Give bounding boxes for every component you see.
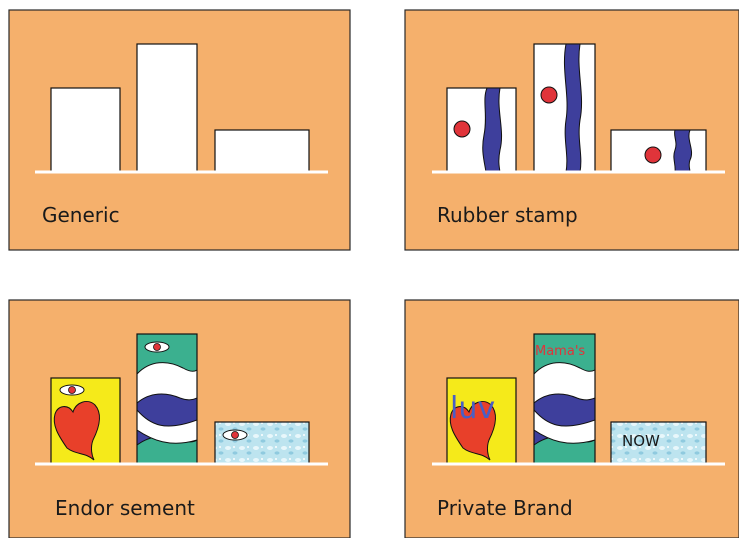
panel-endorsement: Endor sement	[9, 300, 350, 538]
panel-rubber-stamp: Rubber stamp	[405, 10, 739, 250]
eye-icon	[223, 430, 247, 440]
brand-label-luv: luv	[450, 391, 495, 426]
eye-icon	[145, 342, 169, 352]
panel-caption: Private Brand	[437, 496, 573, 520]
brand-label-now: NOW	[622, 432, 660, 450]
package-box-tall	[137, 44, 197, 172]
stamp-dot	[454, 121, 470, 137]
package-box-left	[51, 88, 120, 172]
package-box-wide	[215, 422, 309, 464]
stamp-stripe	[483, 88, 502, 172]
eye-icon	[60, 385, 84, 395]
panel-caption: Endor sement	[55, 496, 195, 520]
package-box-wide	[215, 130, 309, 172]
stamp-stripe	[674, 130, 692, 172]
stamp-dot	[645, 147, 661, 163]
brand-label-mamas: Mama's	[535, 344, 585, 359]
package-box-tall	[137, 334, 197, 464]
panel-generic: Generic	[9, 10, 350, 250]
stamp-dot	[541, 87, 557, 103]
panel-caption: Generic	[42, 203, 120, 227]
panel-private-brand: luv Mama's NOW Private Brand	[405, 300, 739, 538]
panel-caption: Rubber stamp	[437, 203, 578, 227]
stamp-stripe	[564, 44, 581, 172]
